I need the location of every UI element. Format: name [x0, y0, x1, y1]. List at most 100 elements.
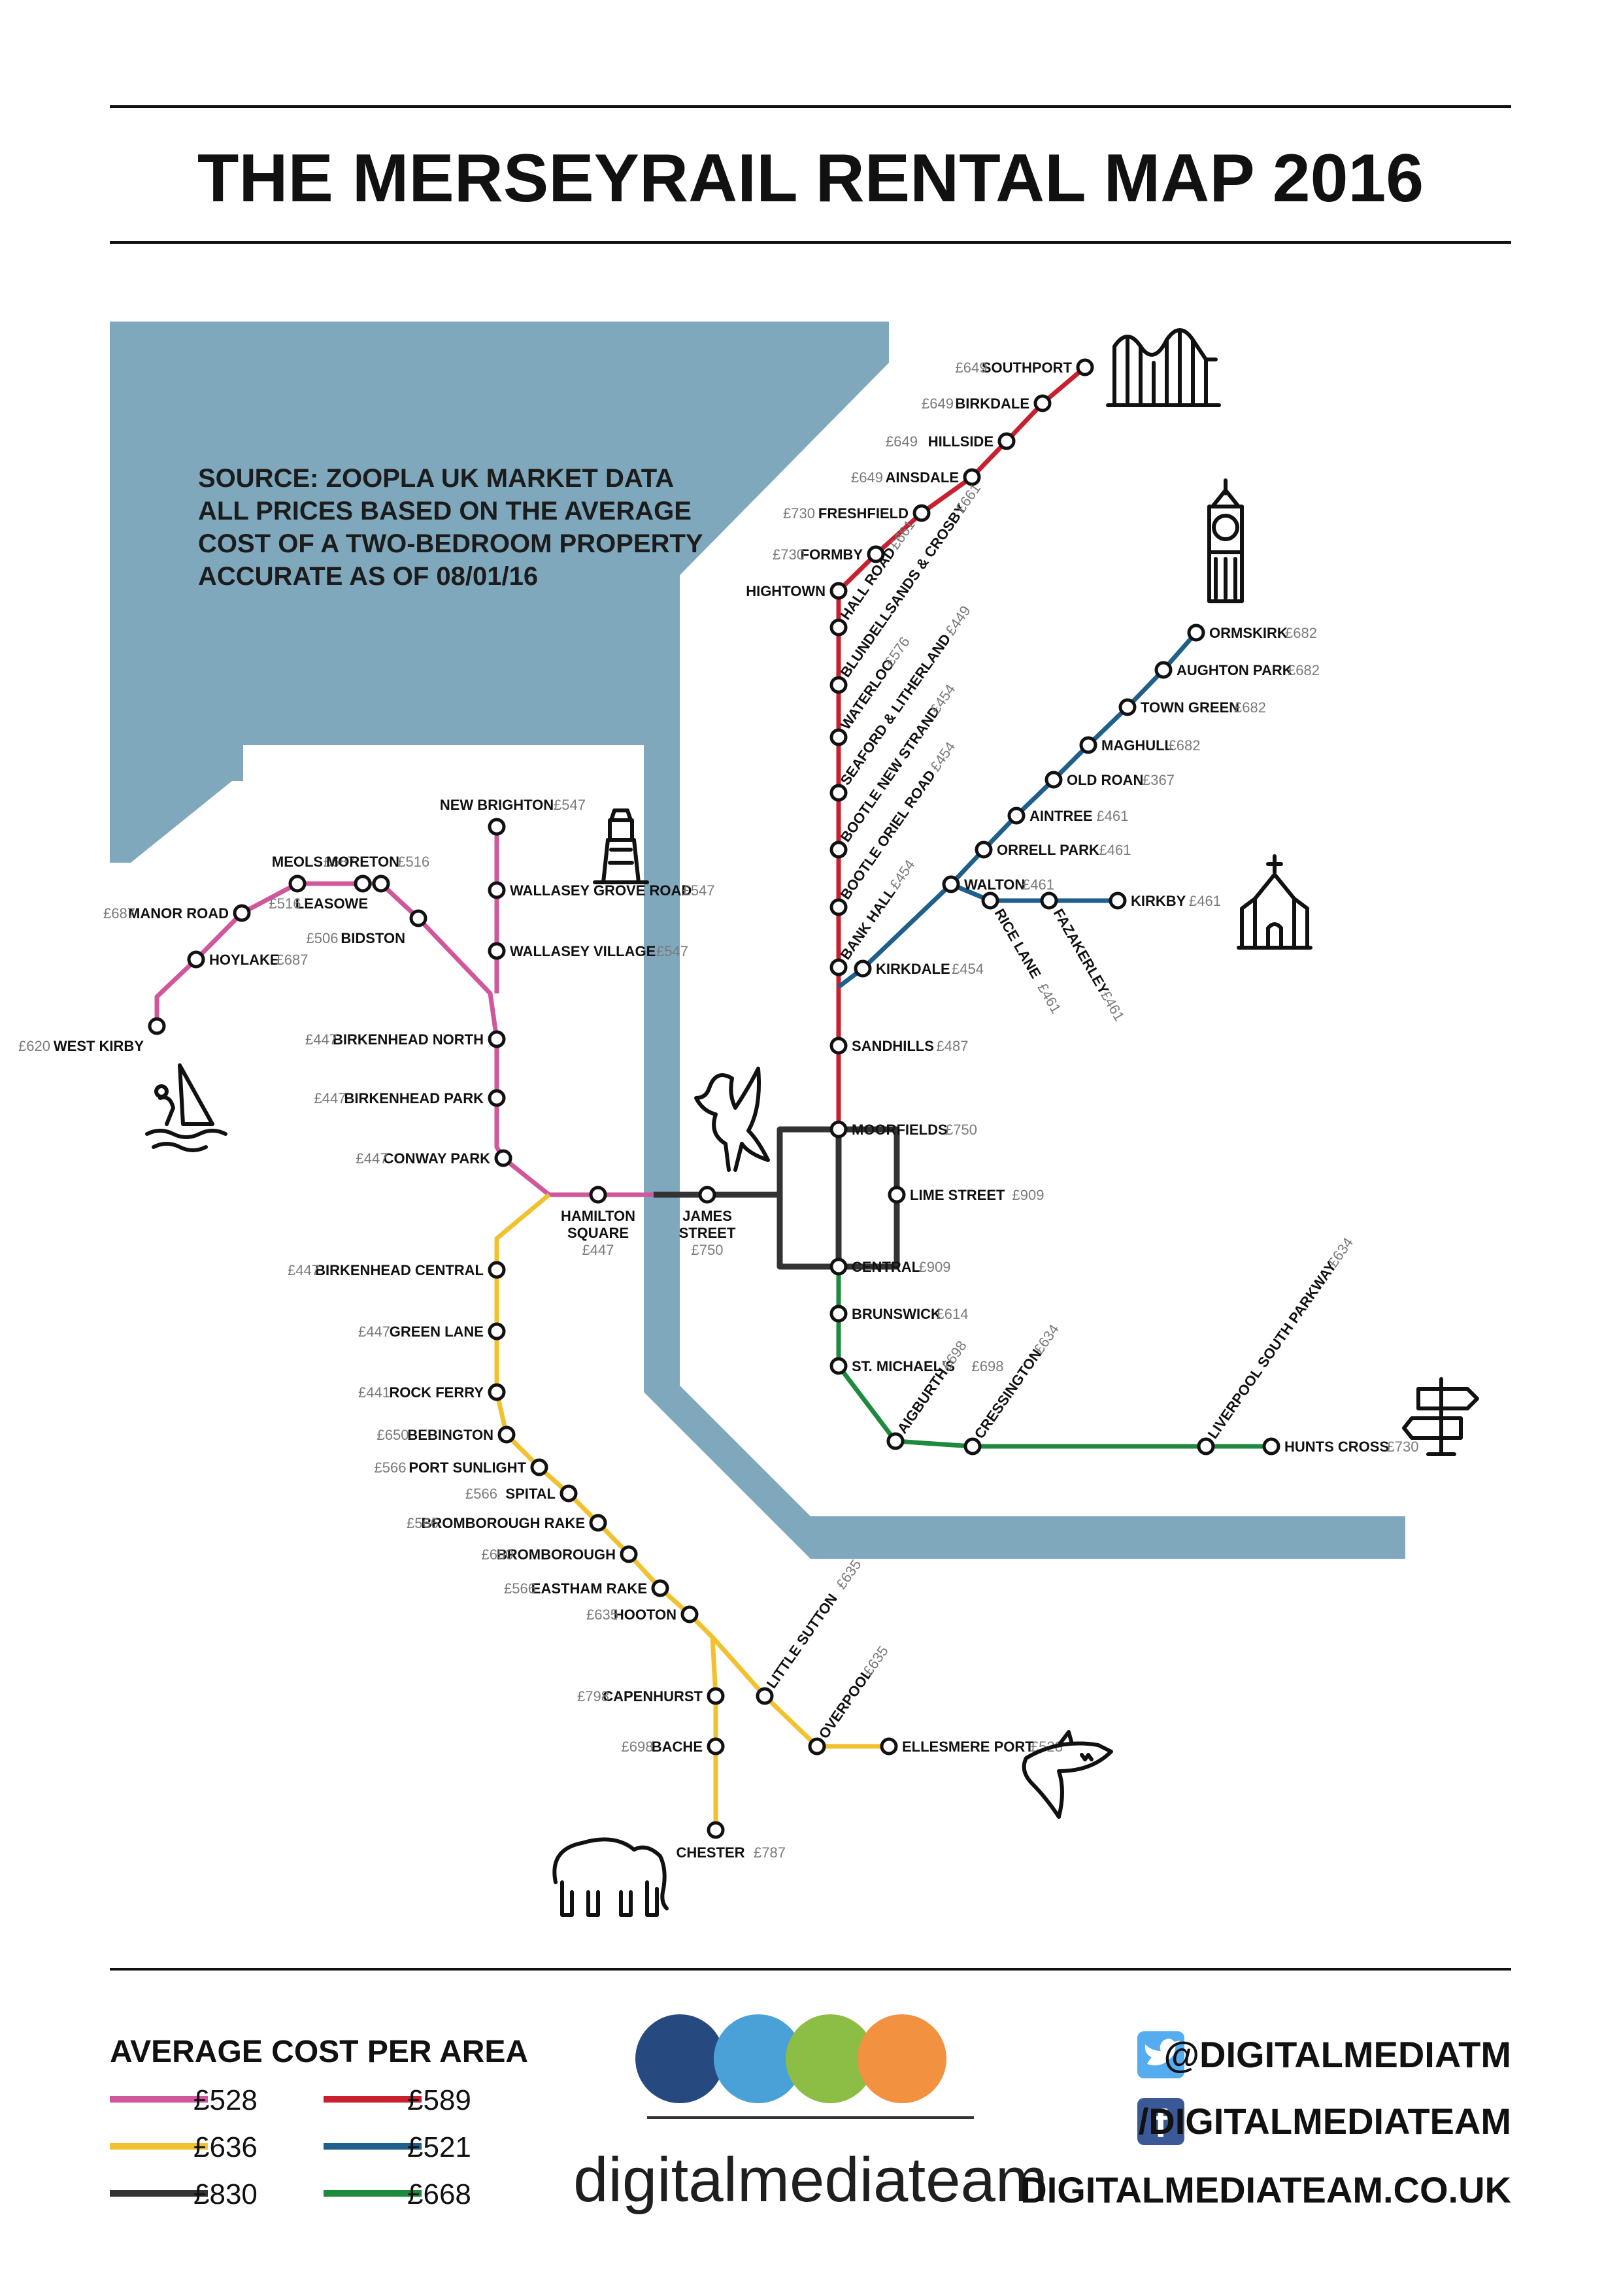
station-aintree[interactable]: AINTREE£461 [1007, 807, 1128, 825]
station-marker[interactable] [829, 1357, 848, 1375]
station-marker[interactable] [886, 1432, 905, 1450]
station-marker[interactable] [620, 1545, 638, 1563]
station-marker[interactable] [651, 1579, 669, 1597]
station-cressington[interactable]: CRESSINGTON£634 [963, 1322, 1062, 1456]
station-marker[interactable] [829, 784, 848, 802]
station-marker[interactable] [829, 1037, 848, 1055]
station-chester[interactable]: CHESTER£787 [676, 1821, 786, 1861]
station-spital[interactable]: SPITAL£566 [465, 1484, 578, 1503]
station-leasowe[interactable]: LEASOWE£516 [269, 874, 390, 912]
station-port-sunlight[interactable]: PORT SUNLIGHT£566 [375, 1458, 548, 1476]
station-marker[interactable] [888, 1186, 906, 1204]
station-marker[interactable] [975, 840, 993, 859]
station-aughton-park[interactable]: AUGHTON PARK£682 [1154, 661, 1320, 679]
station-marker[interactable] [589, 1514, 607, 1532]
station-marker[interactable] [829, 840, 848, 859]
station-manor-road[interactable]: MANOR ROAD£687 [103, 904, 251, 922]
station-hillside[interactable]: HILLSIDE£649 [886, 432, 1016, 450]
station-marker[interactable] [1187, 624, 1205, 642]
station-lime-street[interactable]: LIME STREET£909 [888, 1186, 1044, 1204]
station-marker[interactable] [1262, 1437, 1280, 1456]
station-moreton[interactable]: MORETON£516 [326, 854, 429, 893]
station-marker[interactable] [829, 1257, 848, 1276]
station-marker[interactable] [488, 1261, 506, 1279]
station-marker[interactable] [867, 545, 885, 563]
station-new-brighton[interactable]: NEW BRIGHTON£547 [440, 797, 586, 836]
station-birkenhead-north[interactable]: BIRKENHEAD NORTH£447 [305, 1030, 506, 1048]
station-marker[interactable] [1044, 771, 1063, 789]
station-hooton[interactable]: HOOTON£635 [586, 1605, 699, 1623]
station-marker[interactable] [187, 950, 205, 969]
station-kirkdale[interactable]: KIRKDALE£454 [854, 959, 984, 978]
station-old-roan[interactable]: OLD ROAN£367 [1044, 771, 1175, 789]
station-sandhills[interactable]: SANDHILLS£487 [829, 1037, 968, 1055]
station-marker[interactable] [707, 1821, 725, 1839]
station-bidston[interactable]: BIDSTON£506 [307, 909, 427, 946]
station-ormskirk[interactable]: ORMSKIRK£682 [1187, 624, 1317, 642]
station-bromborough-rake[interactable]: BROMBOROUGH RAKE£566 [407, 1514, 607, 1532]
station-marker[interactable] [1154, 661, 1173, 679]
station-rock-ferry[interactable]: ROCK FERRY£441 [358, 1383, 506, 1401]
station-marker[interactable] [963, 468, 981, 486]
station-southport[interactable]: SOUTHPORT£649 [956, 358, 1094, 376]
station-marker[interactable] [488, 881, 506, 899]
station-marker[interactable] [829, 898, 848, 916]
station-freshfield[interactable]: FRESHFIELD£730 [783, 504, 931, 522]
station-marker[interactable] [829, 1305, 848, 1323]
station-marker[interactable] [707, 1737, 725, 1755]
station-liverpool-south-parkway[interactable]: LIVERPOOL SOUTH PARKWAY£634 [1197, 1235, 1356, 1456]
station-marker[interactable] [680, 1605, 699, 1623]
station-orrell-park[interactable]: ORRELL PARK£461 [975, 840, 1131, 859]
station-marker[interactable] [530, 1458, 548, 1476]
station-marker[interactable] [497, 1425, 516, 1444]
station-marker[interactable] [981, 891, 999, 910]
station-maghull[interactable]: MAGHULL£682 [1079, 736, 1200, 754]
station-marker[interactable] [1040, 891, 1058, 910]
station-conway-park[interactable]: CONWAY PARK£447 [356, 1149, 512, 1167]
station-marker[interactable] [560, 1484, 578, 1503]
station-marker[interactable] [912, 504, 931, 522]
station-bebington[interactable]: BEBINGTON£650 [377, 1425, 516, 1444]
station-marker[interactable] [756, 1687, 774, 1705]
station-marker[interactable] [494, 1149, 512, 1167]
station-marker[interactable] [1197, 1437, 1215, 1456]
station-town-green[interactable]: TOWN GREEN£682 [1118, 698, 1266, 716]
station-marker[interactable] [829, 676, 848, 694]
station-marker[interactable] [488, 1322, 506, 1340]
station-marker[interactable] [997, 432, 1016, 450]
station-walton[interactable]: WALTON£461 [942, 875, 1054, 893]
station-marker[interactable] [1033, 394, 1052, 412]
station-marker[interactable] [808, 1737, 826, 1755]
station-west-kirby[interactable]: WEST KIRBY£620 [18, 1017, 166, 1054]
station-moorfields[interactable]: MOORFIELDS£750 [829, 1120, 977, 1139]
station-marker[interactable] [589, 1186, 607, 1204]
station-hunts-cross[interactable]: HUNTS CROSS£730 [1262, 1437, 1418, 1456]
station-kirkby[interactable]: KIRKBY£461 [1109, 891, 1221, 910]
station-marker[interactable] [880, 1737, 898, 1755]
station-marker[interactable] [829, 728, 848, 746]
station-marker[interactable] [233, 904, 251, 922]
station-marker[interactable] [1109, 891, 1127, 910]
station-capenhurst[interactable]: CAPENHURST£798 [577, 1687, 725, 1705]
station-marker[interactable] [707, 1687, 725, 1705]
station-rice-lane[interactable]: RICE LANE£461 [981, 891, 1065, 1016]
station-marker[interactable] [963, 1437, 982, 1456]
station-marker[interactable] [148, 1017, 166, 1035]
station-hightown[interactable]: HIGHTOWN [746, 582, 848, 600]
station-marker[interactable] [488, 1030, 506, 1048]
station-marker[interactable] [488, 1089, 506, 1107]
station-marker[interactable] [854, 959, 872, 978]
twitter-handle[interactable]: @DIGITALMEDIATM [1163, 2034, 1511, 2075]
station-overpool[interactable]: OVERPOOL£635 [808, 1643, 892, 1755]
station-meols[interactable]: MEOLS£687 [272, 854, 356, 893]
station-marker[interactable] [372, 874, 390, 893]
station-marker[interactable] [409, 909, 427, 927]
station-wallasey-grove-road[interactable]: WALLASEY GROVE ROAD£547 [488, 881, 714, 899]
station-hoylake[interactable]: HOYLAKE£687 [187, 950, 308, 969]
station-birkdale[interactable]: BIRKDALE£649 [922, 394, 1052, 412]
station-central[interactable]: CENTRAL£909 [829, 1257, 950, 1276]
facebook-icon[interactable] [1137, 2098, 1184, 2145]
station-marker[interactable] [354, 874, 372, 893]
station-marker[interactable] [942, 875, 960, 893]
